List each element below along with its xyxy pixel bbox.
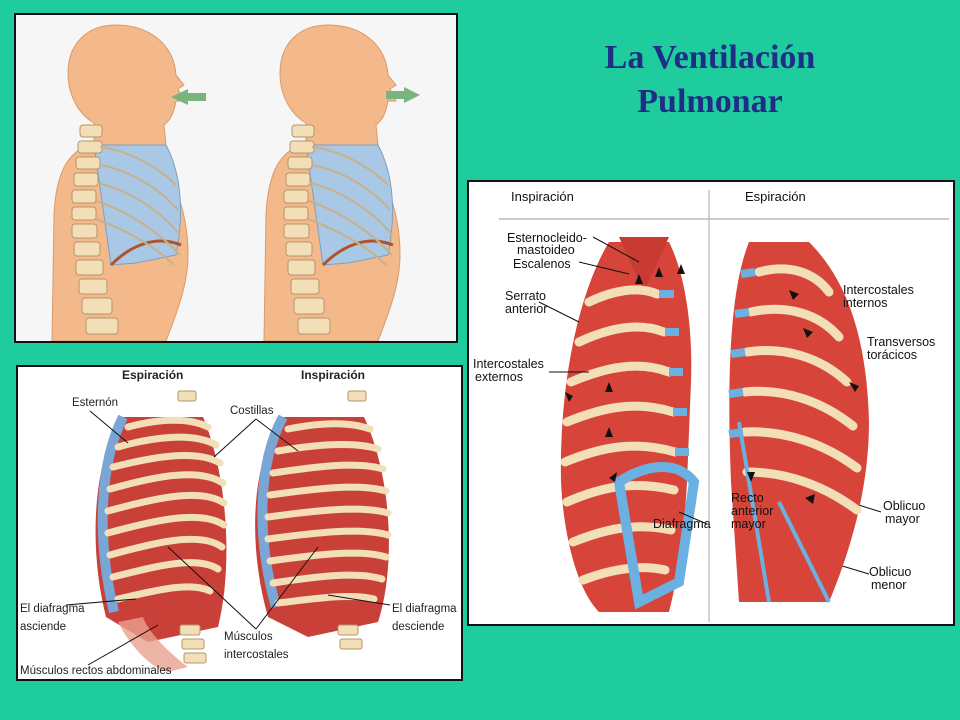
respiratory-muscles-illustration: Inspiración Espiración Esternocleido- ma… — [467, 180, 955, 626]
label-musculos-intercostales-line-2: intercostales — [224, 649, 289, 661]
label-recto-line-1: Recto — [731, 491, 764, 505]
label-diafragma-asciende-line-1: El diafragma — [20, 603, 85, 615]
breathing-profile-illustration — [14, 13, 458, 343]
label-costillas: Costillas — [230, 405, 274, 417]
inhale-arrow-icon — [386, 91, 404, 99]
label-oblicuo-menor-line-1: Oblicuo — [869, 565, 912, 579]
label-intercostales-externos-line-2: externos — [475, 370, 523, 384]
label-recto-line-2: anterior — [731, 504, 774, 518]
label-diafragma-asciende-line-2: asciende — [20, 621, 67, 633]
respiratory-muscles-svg — [499, 190, 949, 622]
label-transversos-line-1: Transversos — [867, 335, 936, 349]
label-intercostales-externos-line-1: Intercostales — [473, 357, 544, 371]
label-oblicuo-menor-line-2: menor — [871, 578, 907, 592]
slide-title: La Ventilación Pulmonar — [520, 36, 900, 124]
label-recto-line-3: mayor — [731, 517, 766, 531]
ribcage-svg — [65, 390, 392, 672]
exhale-arrow-icon — [171, 89, 188, 105]
label-diafragma: Diafragma — [653, 517, 711, 531]
label-intercostales-internos-line-2: internos — [843, 296, 888, 310]
inspiration-header: Inspiración — [511, 189, 574, 204]
label-diafragma-desciende-line-2: desciende — [392, 621, 445, 633]
inspiration-header: Inspiración — [301, 368, 366, 382]
ribcage-expiration-inspiration-illustration: Espiración Inspiración Esternón Costilla… — [16, 365, 463, 681]
label-diafragma-desciende-line-1: El diafragma — [392, 603, 457, 615]
label-musculos-intercostales-line-1: Músculos — [224, 631, 273, 643]
label-oblicuo-mayor-line-1: Oblicuo — [883, 499, 926, 513]
label-serrato-line-2: anterior — [505, 302, 548, 316]
label-serrato-line-1: Serrato — [505, 289, 546, 303]
expiration-header: Espiración — [122, 368, 184, 382]
breathing-profile-svg — [50, 23, 420, 341]
slide-title-line-2: Pulmonar — [637, 83, 783, 120]
label-escalenos: Escalenos — [513, 257, 571, 271]
label-transversos-line-2: torácicos — [867, 348, 918, 362]
expiration-header: Espiración — [745, 189, 806, 204]
label-oblicuo-mayor-line-2: mayor — [885, 512, 920, 526]
label-intercostales-internos-line-1: Intercostales — [843, 283, 914, 297]
label-esternocleidomastoideo-line-2: mastoideo — [517, 243, 575, 257]
label-musculos-rectos-abdominales: Músculos rectos abdominales — [20, 665, 172, 677]
label-esternon: Esternón — [72, 397, 119, 409]
label-esternocleidomastoideo-line-1: Esternocleido- — [507, 231, 587, 245]
slide-title-line-1: La Ventilación — [604, 39, 816, 76]
